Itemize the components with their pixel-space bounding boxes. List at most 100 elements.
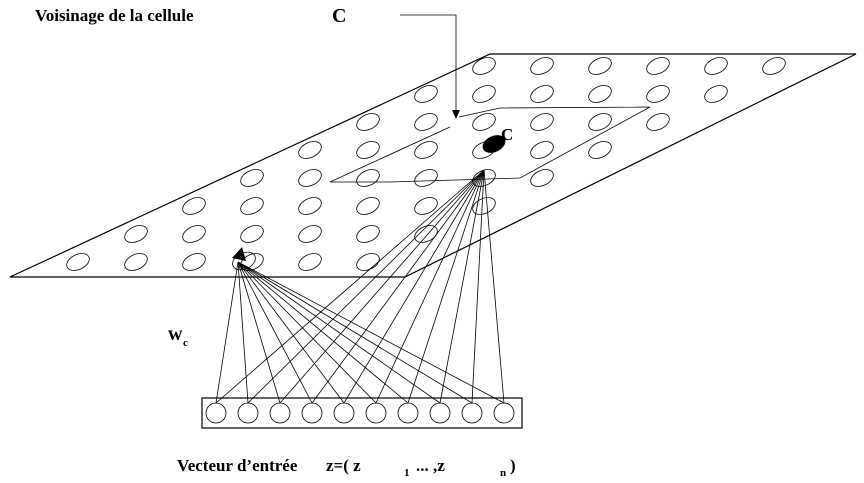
connection-active [237, 261, 473, 404]
connection-active [237, 261, 281, 404]
neighborhood-outline [329, 106, 651, 183]
input-vector-label: Vecteur d’entrée [177, 456, 298, 475]
connection-active [215, 261, 239, 404]
map-neuron [414, 197, 438, 215]
map-neuron [298, 197, 322, 215]
connection-winner [483, 169, 505, 404]
map-plane [9, 53, 857, 278]
input-neuron [429, 402, 451, 424]
connection-active [237, 261, 409, 404]
map-neuron [124, 225, 148, 243]
winner-neuron [482, 135, 506, 153]
map-neuron [414, 113, 438, 131]
map-neuron [240, 169, 264, 187]
winner-cell-label: C [501, 125, 513, 144]
map-neuron [298, 141, 322, 159]
map-neuron [124, 253, 148, 271]
connection-active [237, 261, 313, 404]
connection-winner [215, 169, 485, 404]
map-neuron [588, 57, 612, 75]
map-neuron [240, 197, 264, 215]
map-neuron [588, 113, 612, 131]
connection-active [237, 261, 377, 404]
map-neuron [356, 113, 380, 131]
connection-winner [247, 169, 485, 404]
map-neuron [298, 253, 322, 271]
connection-winner [343, 169, 485, 404]
connection-winner [375, 169, 485, 404]
map-neuron [240, 225, 264, 243]
map-neuron [472, 57, 496, 75]
input-neuron [333, 402, 355, 424]
map-neuron [298, 225, 322, 243]
input-neuron [493, 402, 515, 424]
input-vector-close: ) [510, 456, 516, 475]
map-neuron [182, 225, 206, 243]
map-neuron [530, 113, 554, 131]
input-neuron [269, 402, 291, 424]
map-neuron [588, 141, 612, 159]
input-neuron [301, 402, 323, 424]
map-neuron [298, 169, 322, 187]
neighborhood-pointer-arrow [452, 110, 460, 119]
map-neuron [414, 85, 438, 103]
map-neuron [472, 197, 496, 215]
input-vector-subn: n [500, 467, 506, 479]
weights-label: w [168, 323, 183, 345]
input-neuron [205, 402, 227, 424]
input-neuron [461, 402, 483, 424]
map-neuron [762, 57, 786, 75]
input-neuron [237, 402, 259, 424]
map-neuron [66, 253, 90, 271]
map-neuron [414, 141, 438, 159]
map-neuron [414, 225, 438, 243]
map-neuron [182, 197, 206, 215]
input-neuron [365, 402, 387, 424]
map-neuron [356, 225, 380, 243]
map-neuron [472, 169, 496, 187]
map-neuron [646, 57, 670, 75]
map-neuron [646, 113, 670, 131]
map-neuron [530, 169, 554, 187]
map-neuron [356, 141, 380, 159]
input-vector-z: z=( z [326, 456, 361, 475]
input-vector-sub1: 1 [404, 467, 410, 479]
connection-winner [407, 169, 485, 404]
active-neuron [232, 251, 256, 271]
connection-winner [311, 169, 485, 404]
map-neuron [588, 85, 612, 103]
map-neuron [240, 253, 264, 271]
neighborhood-label: Voisinage de la cellule [35, 6, 194, 25]
map-neuron [646, 85, 670, 103]
connection-active [237, 261, 249, 404]
map-neuron [182, 253, 206, 271]
map-neuron [530, 141, 554, 159]
connection-active [237, 261, 505, 404]
weights-subscript: c [183, 337, 188, 349]
map-neuron [472, 113, 496, 131]
connection-winner [279, 169, 485, 404]
map-neuron [414, 169, 438, 187]
map-neuron [530, 57, 554, 75]
input-vector-box [201, 397, 523, 429]
map-neuron [530, 85, 554, 103]
input-neuron [397, 402, 419, 424]
neighborhood-pointer [400, 14, 457, 117]
weight-connections [215, 169, 505, 404]
connection-winner [471, 169, 485, 404]
map-neuron [356, 197, 380, 215]
map-neuron [356, 169, 380, 187]
map-neurons [66, 57, 786, 271]
map-neuron [356, 253, 380, 271]
neighborhood-cell-label: C [332, 5, 346, 27]
map-neuron [704, 85, 728, 103]
input-vector-mid: ... ,z [416, 456, 445, 475]
map-neuron [472, 85, 496, 103]
connection-active [237, 261, 441, 404]
map-neuron [704, 57, 728, 75]
input-neurons [205, 402, 515, 424]
connection-active [237, 261, 345, 404]
connection-winner [439, 169, 485, 404]
